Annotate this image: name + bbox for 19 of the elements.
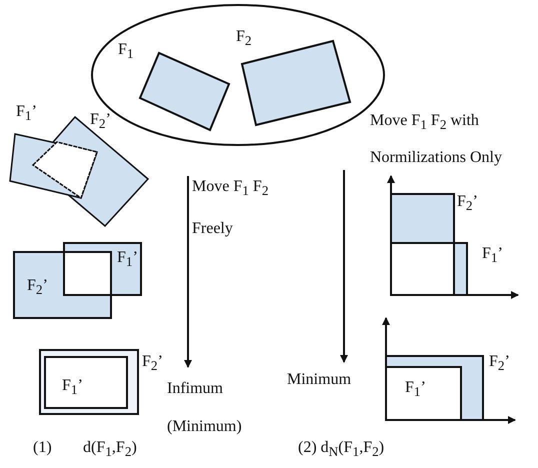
shape-label: F$_{1}$: [118, 40, 134, 64]
shape-label: F$_{2}$’: [142, 352, 163, 376]
shape-label: F$_{2}$’: [457, 192, 478, 216]
formula-caption: (2) d$_{N}$(F$_{1}$,F$_{2}$): [298, 438, 384, 462]
formula-caption: d(F$_{1}$,F$_{2}$): [83, 438, 137, 462]
shape-label: F$_{1}$’: [62, 376, 83, 400]
shape-label: F$_{2}$’: [90, 110, 111, 134]
caption-number: (1): [33, 438, 52, 458]
shape-label: F$_{2}$’: [27, 276, 48, 300]
result-label: Infimum (Minimum): [167, 379, 243, 437]
shape-label: F$_{1}$’: [16, 102, 37, 126]
result-label: Minimum: [287, 370, 352, 390]
shape-label: F$_{2}$’: [489, 352, 510, 376]
shape-label: F$_{1}$’: [405, 378, 426, 402]
process-label: Move F$_{1}$ F$_{2}$ with Normilizations Only: [370, 111, 503, 168]
process-label: Move F$_{1}$ F$_{2}$ Freely: [192, 177, 270, 240]
shape-label: F$_{2}$: [236, 27, 252, 50]
shape-label: F$_{1}$’: [117, 248, 138, 272]
shape-label: F$_{1}$’: [482, 244, 503, 268]
